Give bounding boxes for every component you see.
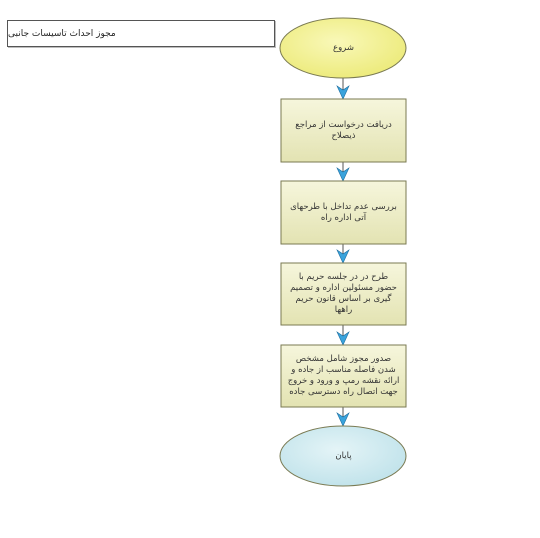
- connector-step4-end: [336, 407, 350, 427]
- process-box-3: [280, 262, 407, 326]
- arrow-down-icon: [336, 85, 350, 100]
- connector-step1-step2: [336, 162, 350, 182]
- connector-step3-step4: [336, 325, 350, 346]
- arrow-down-icon: [336, 167, 350, 182]
- process-box-3-label: طرح در در جلسه حریم با حضور مسئولین ادار…: [290, 272, 397, 315]
- arrow-down-icon: [336, 249, 350, 264]
- end-node: [279, 425, 407, 487]
- arrow-down-icon: [336, 412, 350, 427]
- process-box-4-label: صدور مجوز شامل مشخص شدن فاصله مناسب از ج…: [287, 354, 400, 397]
- process-box-2-label: بررسی عدم تداخل با طرحهای آتی اداره راه: [290, 201, 397, 223]
- process-box-2: [280, 180, 407, 245]
- connector-start-step1: [336, 78, 350, 100]
- end-node-label: پایان: [335, 450, 352, 461]
- start-node: [279, 17, 407, 79]
- connector-step2-step3: [336, 244, 350, 264]
- diagram-title: مجوز احداث تاسیسات جانبی: [7, 20, 275, 47]
- process-box-1-label: دریافت درخواست از مراجع ذیصلاح: [295, 119, 392, 141]
- process-box-4: [280, 344, 407, 408]
- process-box-1: [280, 98, 407, 163]
- start-node-label: شروع: [333, 42, 354, 53]
- arrow-down-icon: [336, 331, 350, 346]
